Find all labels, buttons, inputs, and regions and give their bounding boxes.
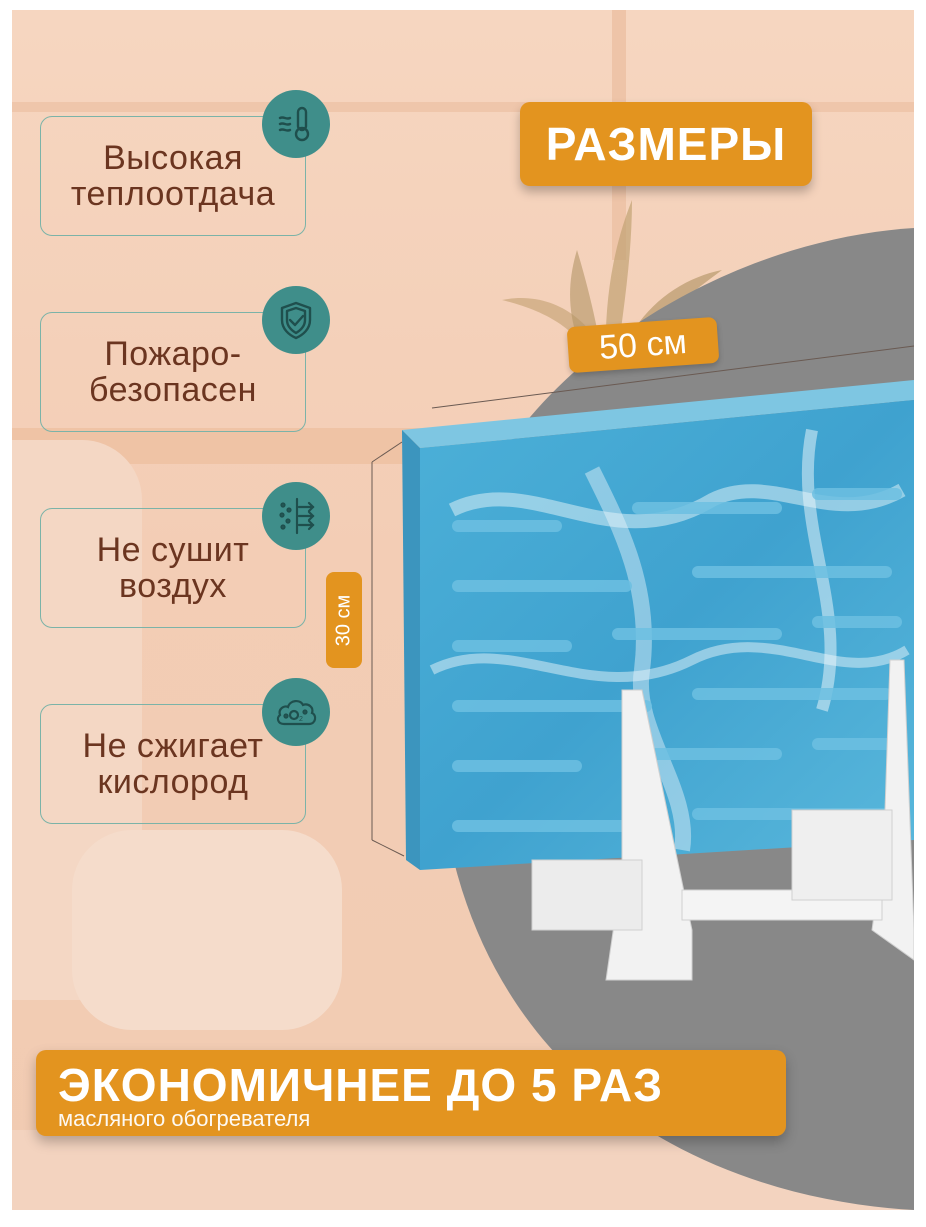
feature-high-heat-output: Высокая теплоотдача [40,116,306,236]
feature-line1: Высокая [103,139,243,177]
feature-line2: безопасен [89,371,257,409]
banner-main-text: ЭКОНОМИЧНЕЕ ДО 5 РАЗ [58,1059,664,1111]
title-badge: РАЗМЕРЫ [520,102,812,186]
oxygen-cloud-icon: 2 [262,678,330,746]
thermometer-icon [262,90,330,158]
banner-sub-text: масляного обогревателя [58,1106,311,1131]
feature-line1: Не сжигает [82,727,264,765]
background-wall-stripe [12,102,914,112]
shield-check-icon [262,286,330,354]
dimension-lines [371,345,914,857]
economy-banner: ЭКОНОМИЧНЕЕ ДО 5 РАЗ масляного обогреват… [36,1050,786,1136]
feature-line2: воздух [119,567,227,605]
feature-line2: кислород [97,763,249,801]
feature-line1: Не сушит [96,531,250,569]
feature-no-dry-air: Не сушит воздух [40,508,306,628]
background-stool [72,830,342,1030]
feature-fireproof: Пожаро- безопасен [40,312,306,432]
svg-text:2: 2 [299,716,303,723]
feature-no-oxygen-burn: Не сжигает кислород [40,704,306,824]
product-card: РАЗМЕРЫ 50 см 30 см Высокая теплоотдача … [12,10,914,1210]
heater-panel [402,380,914,981]
height-dimension-label: 30 см [326,572,362,668]
feature-line1: Пожаро- [104,335,242,373]
feature-line2: теплоотдача [70,175,276,213]
height-dimension-text: 30 см [332,594,355,646]
air-flow-icon [262,482,330,550]
